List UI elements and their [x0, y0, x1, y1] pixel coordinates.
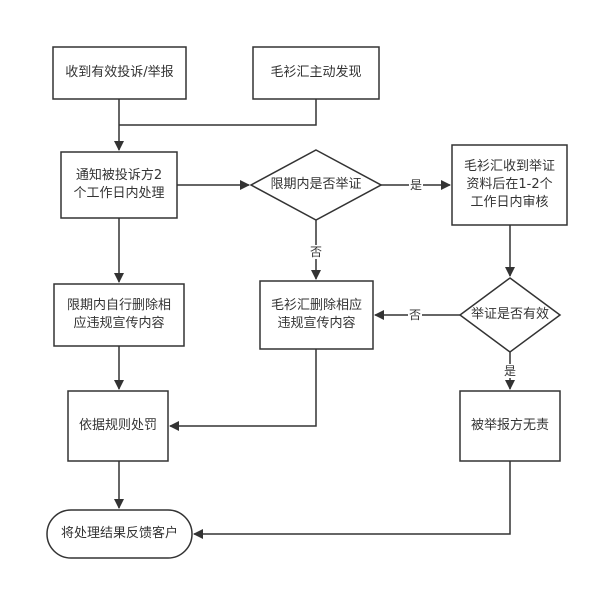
node-evidence-valid: 举证是否有效	[470, 307, 549, 322]
node-penalize: 依据规则处罚	[78, 418, 157, 433]
node-not-liable: 被举报方无责	[470, 418, 549, 433]
node-self-delete: 限期内自行删除相 应违规宣传内容	[66, 298, 171, 331]
node-box-penalize	[67, 390, 169, 462]
node-box-self-delete	[53, 283, 185, 347]
edge-label-yes-valid: 是	[503, 364, 518, 378]
node-box-notify-party	[60, 151, 178, 219]
node-box-not-liable	[459, 390, 561, 462]
edge-label-no-valid: 否	[408, 308, 423, 322]
node-box-review-evidence	[451, 144, 568, 226]
node-box-complaint-received	[52, 46, 187, 100]
edge-discovered-merge	[119, 99, 317, 126]
node-feedback: 将处理结果反馈客户	[60, 526, 178, 541]
node-box-platform-delete	[259, 280, 374, 350]
node-box-self-discovered	[252, 46, 380, 100]
node-complaint-received: 收到有效投诉/举报	[65, 65, 174, 80]
node-proof-within-limit: 限期内是否举证	[270, 177, 362, 192]
node-review-evidence: 毛衫汇收到举证 资料后在1-2个 工作日内审核	[463, 159, 555, 210]
edge-label-yes-proof: 是	[409, 178, 424, 192]
node-self-discovered: 毛衫汇主动发现	[270, 65, 362, 80]
edge-platform-delete-to-penalize	[169, 349, 317, 431]
edge-label-no-proof: 否	[309, 245, 324, 259]
node-terminal-feedback	[46, 509, 193, 559]
edge-not-liable-to-feedback	[193, 461, 511, 539]
node-notify-party: 通知被投诉方2 个工作日内处理	[73, 168, 165, 201]
node-platform-delete: 毛衫汇删除相应 违规宣传内容	[270, 298, 362, 331]
